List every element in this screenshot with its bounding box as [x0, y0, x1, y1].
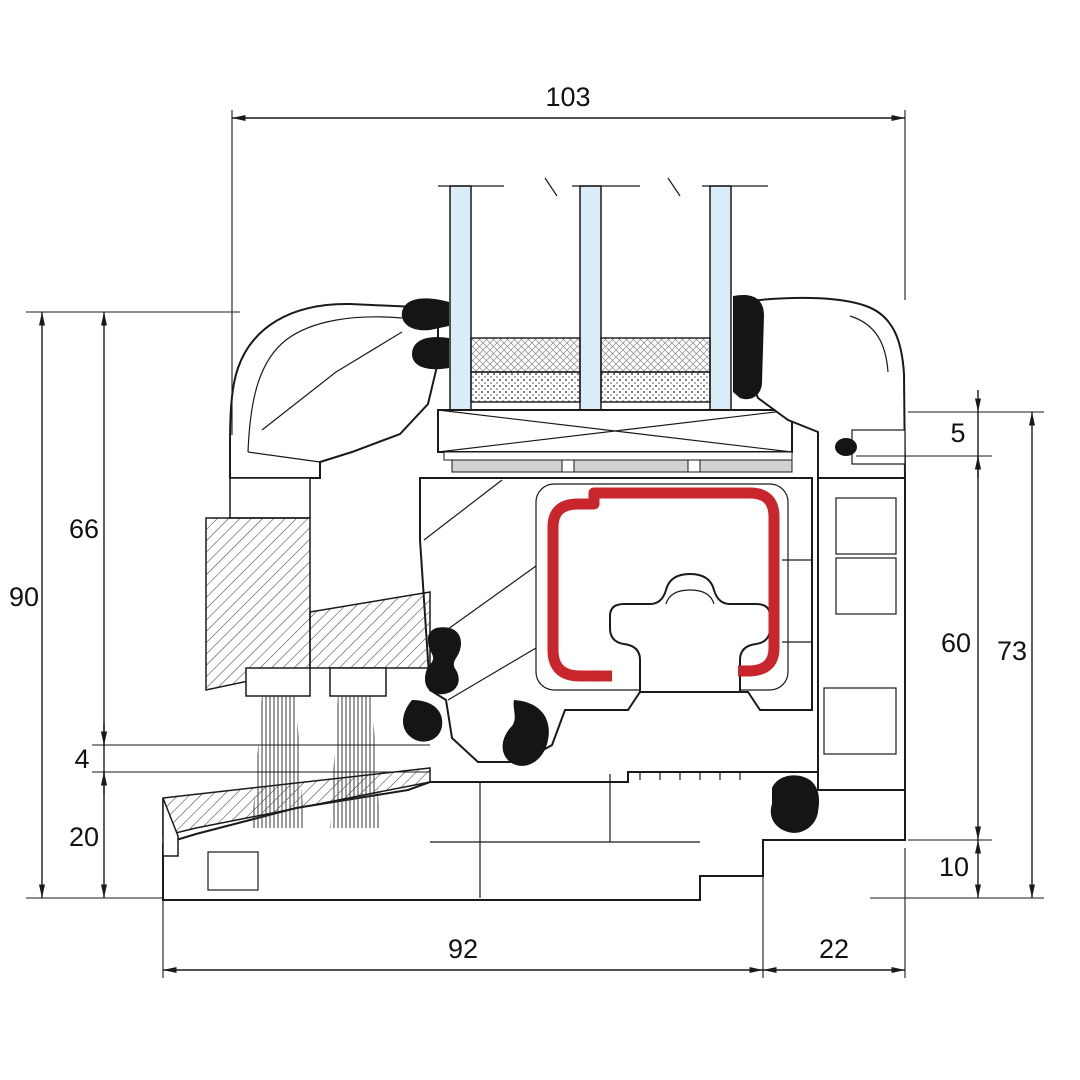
dimension-left-90: 90 [9, 312, 45, 898]
sash-body-webs [423, 479, 812, 701]
hardware-groove-detail [665, 589, 715, 605]
insulation-block [205, 517, 311, 691]
setting-block [451, 459, 793, 473]
spacer-bar [600, 337, 711, 373]
setting-block-gap [561, 459, 575, 473]
frame-chamber [835, 557, 897, 615]
frame-chamber [823, 687, 897, 755]
dim-label-103: 103 [545, 82, 590, 112]
dimension-right-60: 60 [941, 456, 981, 840]
dimension-right-10: 10 [939, 840, 981, 898]
flipper-seal-left [403, 700, 443, 742]
flipper-seal-right [502, 700, 549, 766]
insulation-wedge [309, 591, 431, 669]
glazing-gasket-left-lower [412, 336, 449, 370]
dimension-right-73: 73 [997, 412, 1035, 898]
frame-bottom-chamber [207, 851, 259, 891]
dim-label-66: 66 [69, 514, 99, 544]
dimension-left-20: 20 [69, 772, 107, 898]
frame-profile [162, 296, 907, 901]
extension-lines [26, 110, 1044, 978]
glazing-gasket-right [733, 294, 764, 400]
frame-hook-gasket [835, 438, 857, 456]
sill-drip-edge [162, 797, 179, 857]
glazing-spacers [470, 337, 711, 403]
brush-seal [330, 696, 380, 828]
glass-break-marks [438, 177, 768, 197]
sash-profile [229, 302, 813, 763]
frame-bottom-webs [430, 772, 741, 898]
setting-block-gap [687, 459, 701, 473]
dim-label-92: 92 [448, 934, 478, 964]
frame-right-outline [817, 477, 906, 791]
dimension-layer: 103 90 66 4 20 5 60 [9, 82, 1044, 978]
steel-reinforcement-highlight [547, 487, 780, 682]
dim-label-60: 60 [941, 628, 971, 658]
dim-label-4: 4 [74, 744, 89, 774]
dim-label-5: 5 [950, 418, 965, 448]
sash-arm-foot [229, 477, 311, 519]
center-seal [424, 627, 461, 695]
spacer-desiccant [470, 371, 581, 403]
setting-strip [443, 451, 793, 461]
frame-hook-detail [851, 429, 906, 465]
frame-sash-seal-bottom-right [770, 775, 820, 833]
glass-unit [438, 177, 768, 453]
dimension-left-66: 66 [69, 312, 107, 745]
glazing-bridge [437, 409, 793, 473]
brush-holder [329, 667, 387, 697]
dimension-top-103: 103 [232, 82, 905, 121]
dim-label-10: 10 [939, 852, 969, 882]
frame-top-web [849, 315, 889, 373]
dim-label-73: 73 [997, 636, 1027, 666]
dim-label-22: 22 [819, 934, 849, 964]
dimension-bottom-92: 92 [163, 934, 763, 973]
dimension-left-4: 4 [74, 723, 107, 794]
dimension-bottom-22: 22 [763, 934, 905, 973]
glazing-gasket-left-upper [401, 298, 449, 331]
brush-holder [245, 667, 311, 697]
gaskets [401, 294, 857, 833]
frame-chamber [835, 497, 897, 555]
hardware-groove [609, 572, 771, 693]
sash-arm-webs [247, 316, 403, 463]
spacer-bar [470, 337, 581, 373]
dim-label-20: 20 [69, 822, 99, 852]
sash-arm-outline [229, 302, 439, 479]
renovation-side [162, 517, 431, 857]
dim-label-90: 90 [9, 582, 39, 612]
spacer-desiccant [600, 371, 711, 403]
glazing-bridge-cross [437, 409, 793, 453]
dimension-right-5: 5 [950, 390, 981, 478]
